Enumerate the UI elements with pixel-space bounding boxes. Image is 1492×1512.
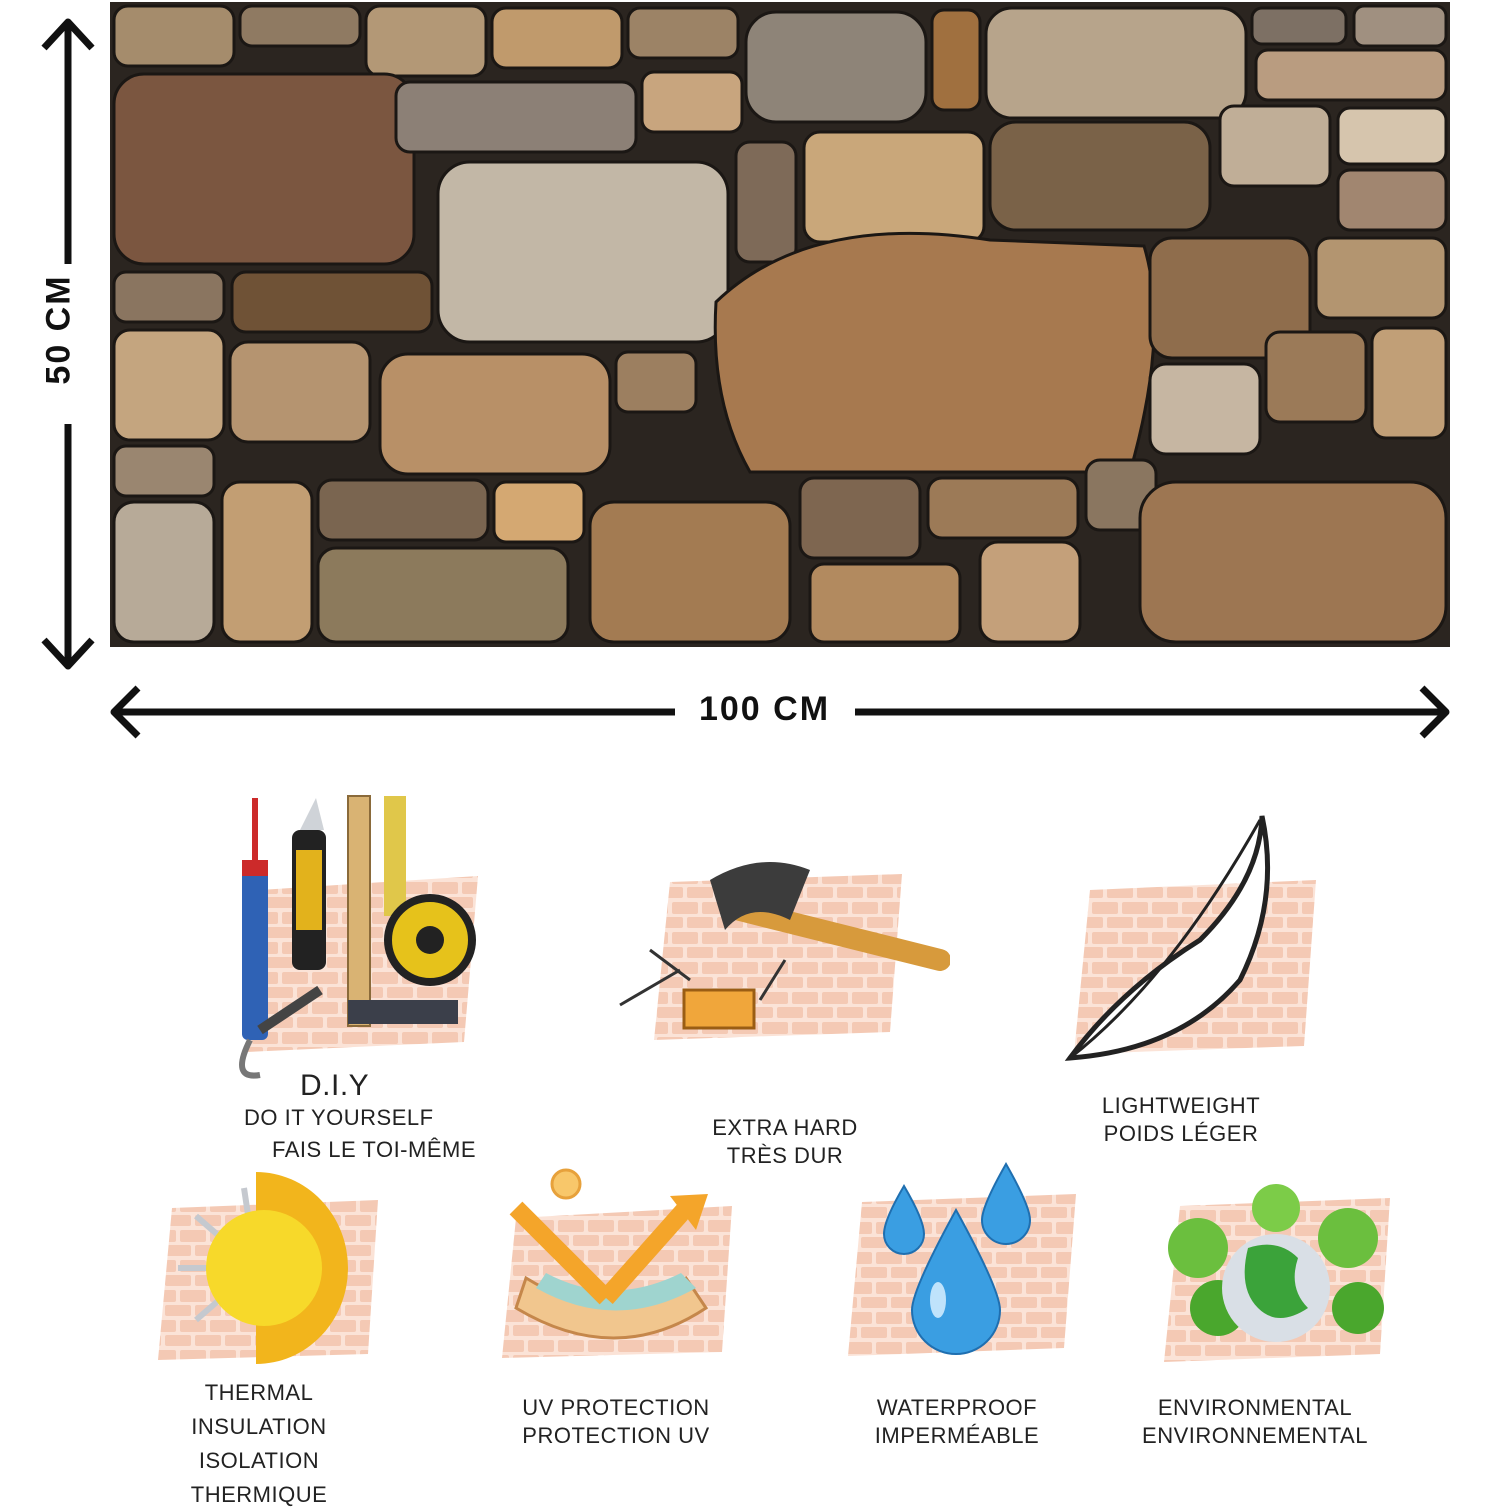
green-earth-icon [1164,1184,1390,1362]
feature-thermal [148,1168,384,1368]
thermal-line-3: ISOLATION [198,1448,320,1473]
feature-waterproof [844,1160,1080,1370]
stone-wall-panel-image [110,2,1450,647]
diy-caption: D.I.Y DO IT YOURSELF FAIS LE TOI-MÊME [236,1068,486,1168]
thermal-line-2: INSULATION [191,1414,327,1439]
height-dimension-label: 50 CM [39,274,78,385]
waterproof-caption: WATERPROOF IMPERMÉABLE [852,1394,1062,1450]
environmental-line-2: ENVIRONNEMENTAL [1142,1423,1368,1448]
uv-line-2: PROTECTION UV [522,1423,710,1448]
feature-lightweight [1060,810,1320,1070]
uv-line-1: UV PROTECTION [522,1395,710,1420]
diy-line-1: DO IT YOURSELF [244,1105,434,1130]
feature-diy [220,790,490,1080]
width-dimension-arrow [110,685,1450,739]
feather-icon [1064,815,1316,1061]
feature-extra-hard [610,840,950,1050]
height-dimension-arrow [41,18,95,670]
extra-hard-line-1: EXTRA HARD [712,1115,858,1140]
environmental-line-1: ENVIRONMENTAL [1157,1395,1353,1420]
thermal-line-4: THERMIQUE [190,1482,328,1507]
lightweight-line-2: POIDS LÉGER [1103,1121,1259,1146]
feature-uv [496,1158,736,1378]
extra-hard-line-2: TRÈS DUR [726,1143,844,1168]
feature-environmental [1158,1178,1394,1370]
uv-caption: UV PROTECTION PROTECTION UV [506,1394,726,1450]
water-drops-icon [848,1161,1076,1356]
waterproof-line-2: IMPERMÉABLE [874,1423,1040,1448]
tools-icon [239,795,478,1079]
lightweight-caption: LIGHTWEIGHT POIDS LÉGER [1076,1092,1286,1148]
diy-title: D.I.Y [300,1069,370,1102]
lightweight-line-1: LIGHTWEIGHT [1101,1093,1261,1118]
extra-hard-caption: EXTRA HARD TRÈS DUR [680,1114,890,1170]
uv-reflect-icon [502,1168,732,1358]
thermal-line-1: THERMAL [204,1380,314,1405]
sun-snowflake-icon [158,1172,378,1364]
waterproof-line-1: WATERPROOF [876,1395,1038,1420]
diy-line-2: FAIS LE TOI-MÊME [272,1137,477,1162]
hammer-icon [619,862,950,1040]
environmental-caption: ENVIRONMENTAL ENVIRONNEMENTAL [1140,1394,1370,1450]
width-dimension-label: 100 CM [692,690,837,729]
